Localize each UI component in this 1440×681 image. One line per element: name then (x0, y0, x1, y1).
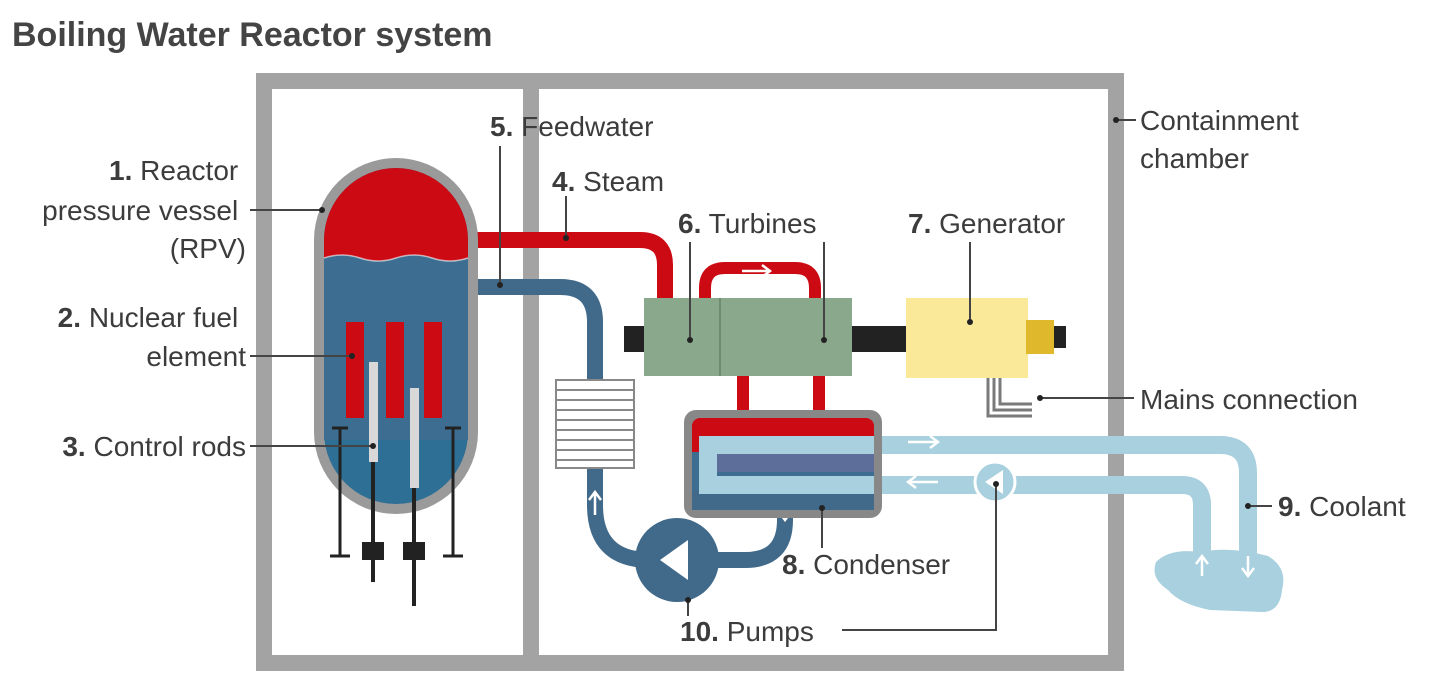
label-feedwater: 5. Feedwater (490, 111, 653, 142)
control-rods (330, 362, 463, 606)
coolant-pool (1154, 549, 1284, 612)
feedwater-pump (635, 518, 719, 602)
label-rpv: 1. Reactor pressure vessel (RPV) (42, 155, 246, 264)
label-pumps: 10. Pumps (680, 616, 814, 647)
label-condenser: 8. Condenser (782, 549, 950, 580)
steam-pipe (452, 232, 825, 412)
heat-exchanger (555, 379, 635, 469)
diagram-title: Boiling Water Reactor system (12, 16, 493, 54)
leader-lines (250, 117, 1272, 631)
nuclear-fuel-elements (346, 322, 442, 418)
containment-chamber (256, 73, 1124, 671)
label-generator: 7. Generator (908, 208, 1065, 239)
label-steam: 4. Steam (552, 166, 664, 197)
coolant-condenser-pass (699, 436, 874, 494)
label-control-rods: 3. Control rods (62, 431, 246, 462)
label-turbines: 6. Turbines (678, 208, 817, 239)
label-containment: Containment chamber (1140, 105, 1307, 174)
turbine-generator (624, 298, 1066, 418)
label-coolant: 9. Coolant (1278, 491, 1406, 522)
label-fuel-element: 2. Nuclear fuel element (58, 302, 247, 372)
coolant-loop (699, 435, 1284, 612)
component-labels: 1. Reactor pressure vessel (RPV) 2. Nucl… (42, 105, 1406, 647)
label-mains-connection: Mains connection (1140, 384, 1358, 415)
